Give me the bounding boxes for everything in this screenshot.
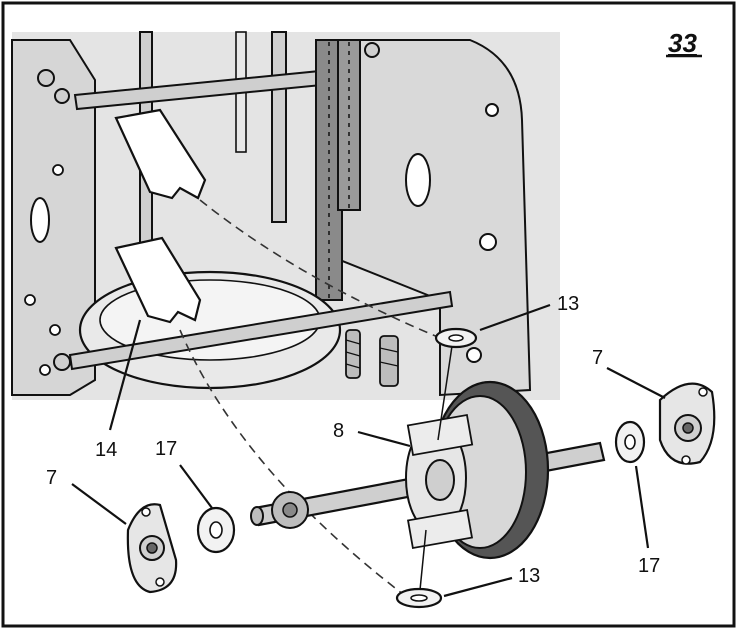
washer-right — [614, 420, 646, 464]
washer-13-top — [434, 327, 478, 349]
left-plate-hole — [49, 324, 61, 336]
right-plate-hole — [466, 347, 482, 363]
bearing-flange-right — [658, 382, 716, 465]
callout-17-right: 17 — [638, 555, 660, 577]
assembly-guide-line — [199, 199, 446, 341]
rod-end-bolt — [53, 353, 71, 371]
alignment-line — [437, 345, 453, 441]
leader-line — [443, 576, 513, 598]
spring — [345, 329, 399, 387]
left-plate-hole — [52, 164, 64, 176]
leader-line — [479, 303, 551, 332]
bearing-flange-left — [126, 503, 178, 594]
callout-7-left: 7 — [46, 467, 57, 489]
washer-13-bottom — [395, 587, 443, 609]
callout-17-left: 17 — [155, 438, 177, 460]
leader-line — [108, 319, 142, 431]
leader-line — [179, 464, 213, 509]
leader-line — [606, 367, 666, 399]
right-plate-hole — [479, 233, 497, 251]
bolt-icon — [37, 69, 55, 87]
assembly-guide-line — [179, 329, 409, 599]
right-side-plate — [328, 39, 532, 397]
shaft-end — [250, 506, 264, 526]
wrench-tool-lower — [114, 236, 202, 324]
callout-13-top: 13 — [557, 293, 579, 315]
bolt-icon — [364, 42, 380, 58]
left-plate-hole — [39, 364, 51, 376]
leader-line — [71, 483, 127, 525]
left-plate-slot — [30, 197, 50, 243]
figure-number: 33 — [668, 28, 697, 58]
right-plate-slot — [405, 153, 431, 207]
drive-chain — [315, 39, 361, 301]
drive-disk-assembly — [405, 380, 550, 560]
alignment-line — [419, 529, 427, 591]
sprocket — [271, 491, 309, 529]
lower-cross-rod — [68, 290, 454, 371]
callout-7-right: 7 — [592, 347, 603, 369]
bolt-icon — [54, 88, 70, 104]
vertical-rod — [271, 31, 287, 223]
callout-13-bottom: 13 — [518, 565, 540, 587]
leader-line — [357, 430, 411, 448]
left-side-plate — [11, 39, 96, 396]
right-plate-hole — [485, 103, 499, 117]
wrench-tool-upper — [114, 108, 207, 200]
washer-left — [196, 506, 236, 554]
callout-14: 14 — [95, 439, 117, 461]
left-plate-hole — [24, 294, 36, 306]
callout-8: 8 — [333, 420, 344, 442]
leader-line — [634, 465, 650, 549]
